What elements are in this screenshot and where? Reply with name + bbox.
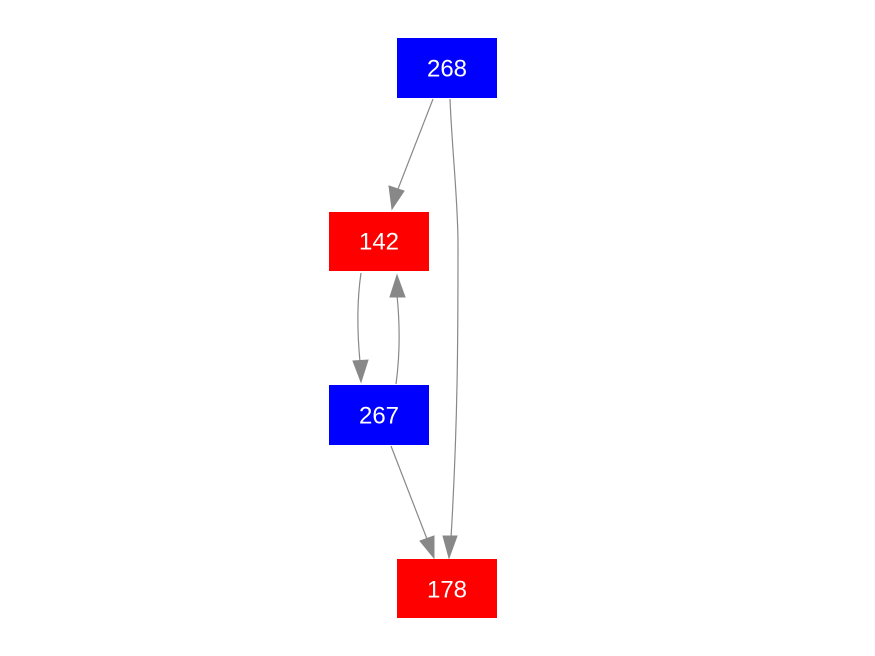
node-267-label: 267 xyxy=(359,403,399,430)
node-178-label: 178 xyxy=(427,577,467,604)
node-178[interactable]: 178 xyxy=(397,559,497,618)
edge-267-to-178 xyxy=(390,445,435,560)
edge-142-to-267 xyxy=(352,272,369,384)
node-142[interactable]: 142 xyxy=(329,212,429,271)
node-268-box xyxy=(397,38,497,98)
node-142-label: 142 xyxy=(359,229,399,256)
node-268-label: 268 xyxy=(427,56,467,83)
edges xyxy=(352,98,459,560)
node-267[interactable]: 267 xyxy=(329,385,429,445)
edge-268-to-178 xyxy=(442,98,459,560)
node-268[interactable]: 268 xyxy=(397,38,497,98)
node-178-box xyxy=(397,559,497,618)
nodes: 268 142 267 178 xyxy=(329,38,497,618)
node-142-box xyxy=(329,212,429,271)
edge-268-to-142 xyxy=(388,98,434,211)
edge-267-to-142 xyxy=(389,273,406,385)
node-267-box xyxy=(329,385,429,445)
